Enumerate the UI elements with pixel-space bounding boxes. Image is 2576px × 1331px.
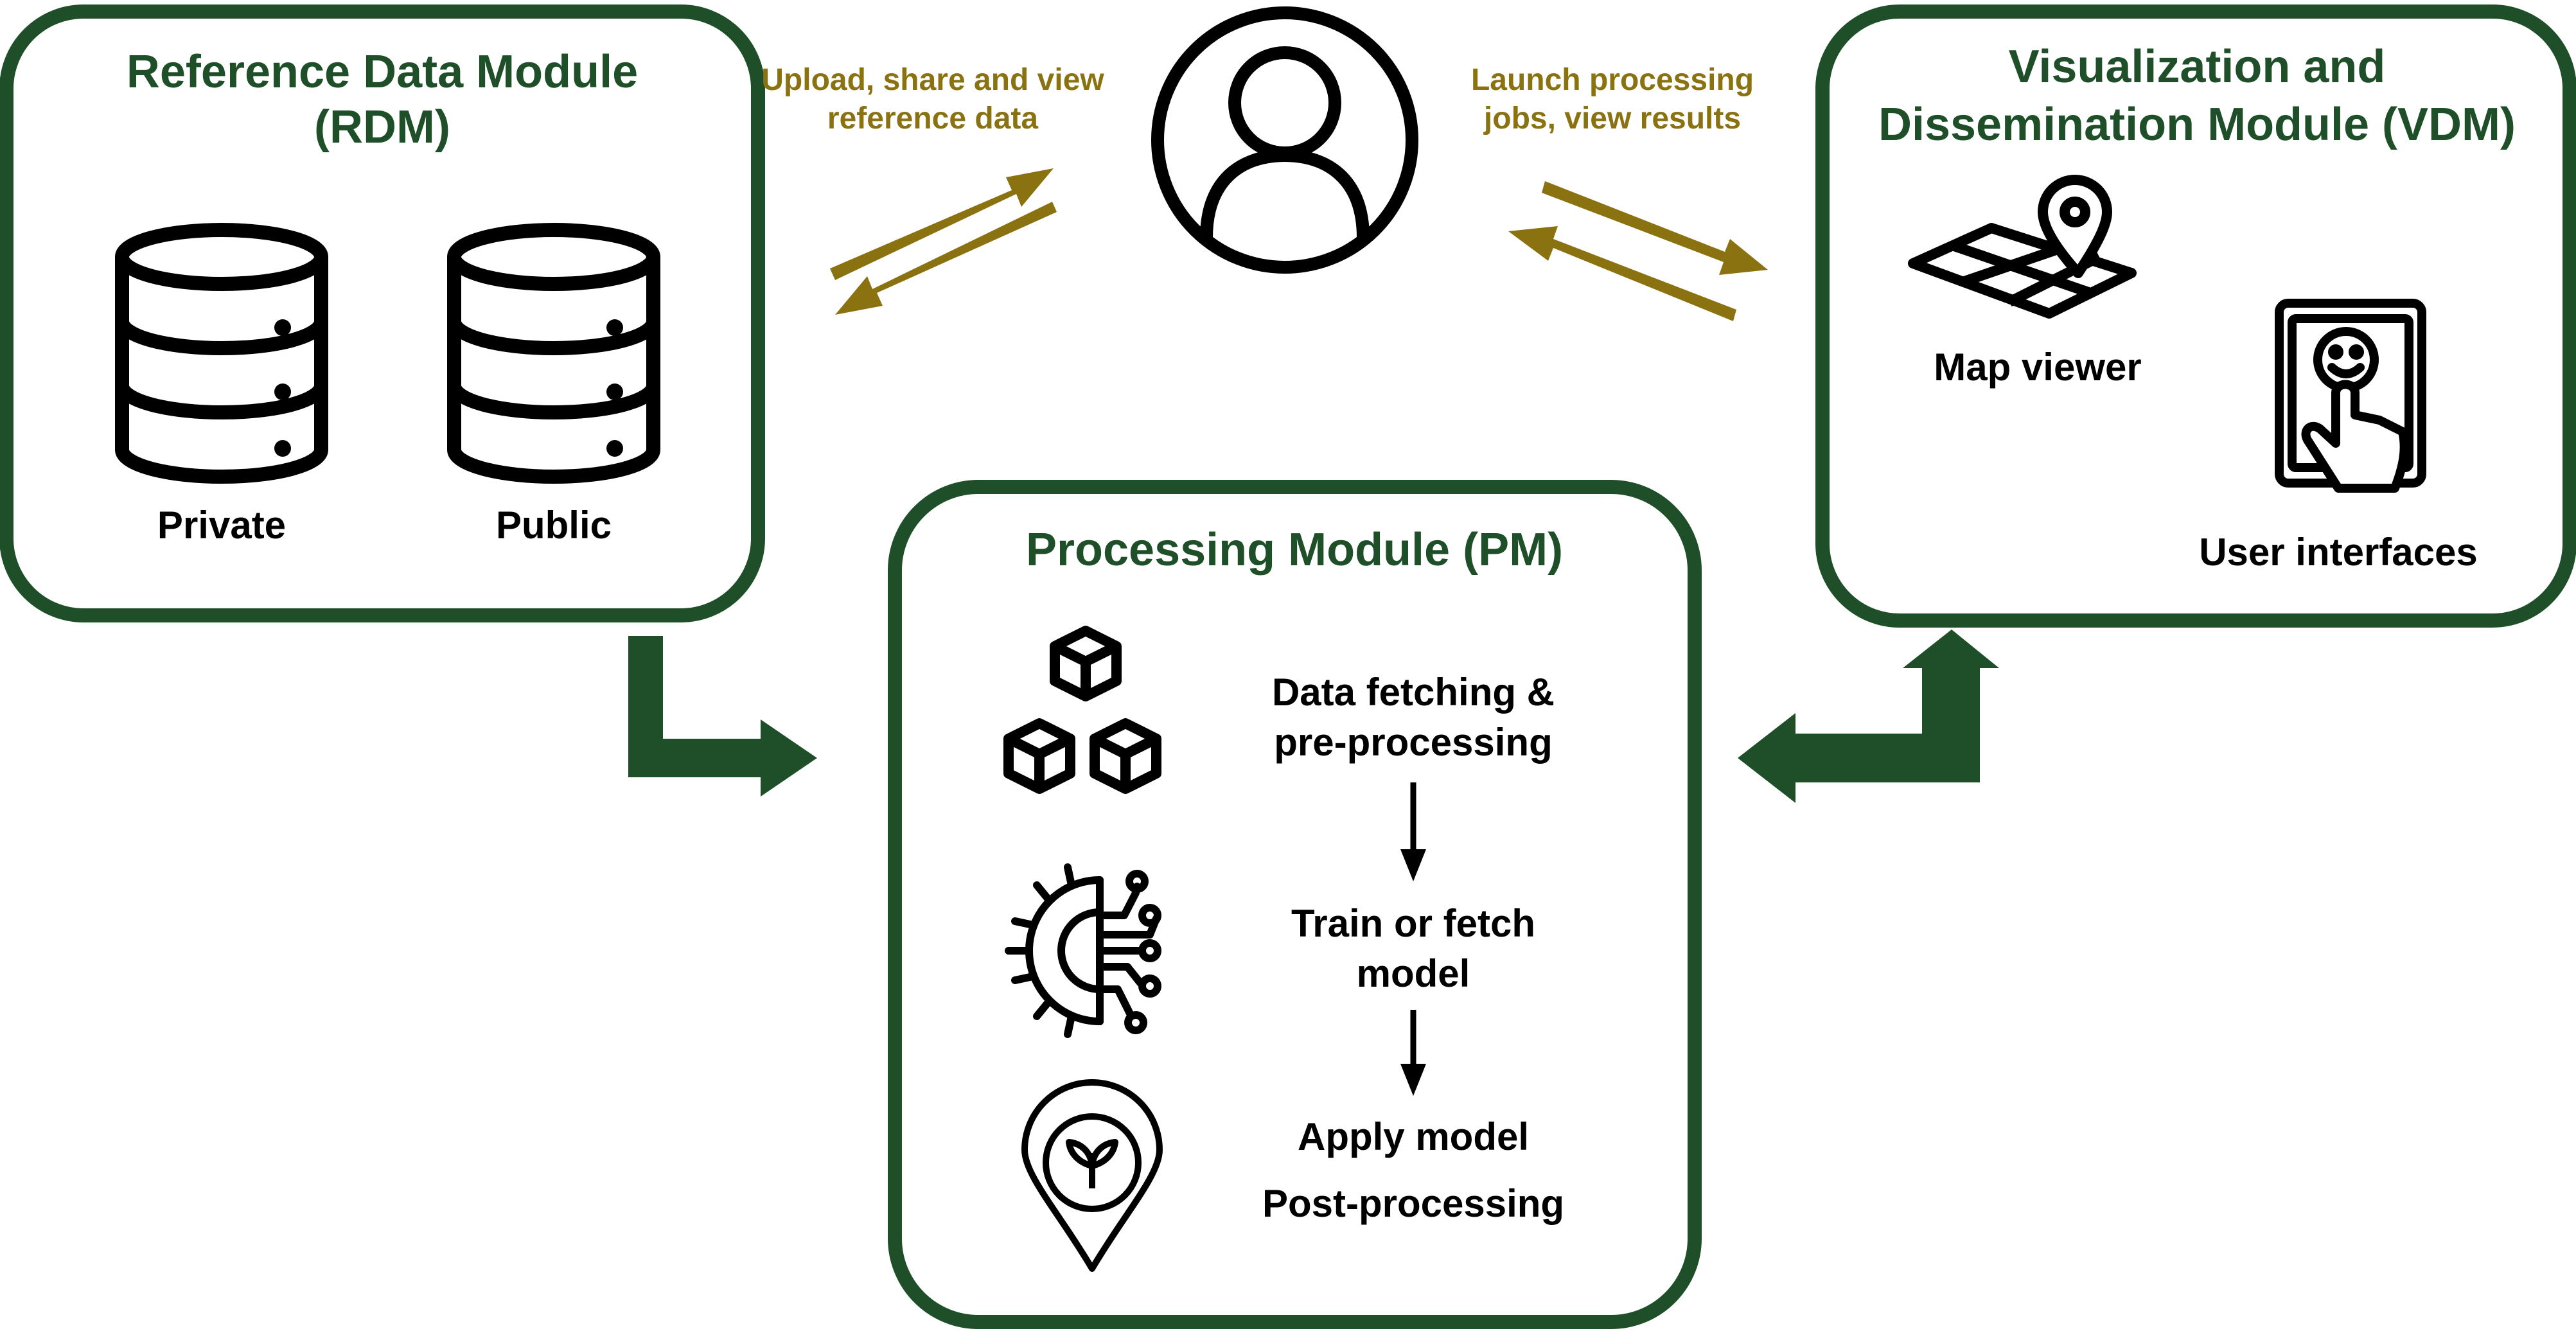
db-public-label: Public — [496, 504, 612, 547]
arrow-to-user-right — [1508, 226, 1736, 321]
pm-title: Processing Module (PM) — [1026, 524, 1563, 576]
database-icon — [115, 223, 328, 484]
vdm-title-line1: Visualization and — [2009, 41, 2386, 93]
step-arrow-1 — [1400, 782, 1426, 881]
arrow-to-vdm — [1542, 181, 1768, 275]
user-left-label-line1: Upload, share and view — [761, 63, 1104, 97]
pm-step2-line2: model — [1357, 952, 1470, 995]
vdm-title-line2: Dissemination Module (VDM) — [1878, 99, 2516, 150]
rdm-box — [0, 4, 765, 622]
user-left-label-line2: reference data — [827, 101, 1038, 136]
db-private-label: Private — [157, 504, 286, 547]
user-interfaces-label: User interfaces — [2199, 531, 2478, 574]
pm-step1-line2: pre-processing — [1274, 721, 1552, 764]
step-arrow-2 — [1400, 1010, 1426, 1096]
pm-step3: Apply model — [1298, 1115, 1529, 1158]
vdm-module: Visualization and Dissemination Module (… — [1815, 4, 2576, 628]
rdm-user-arrows — [830, 168, 1057, 315]
user-right-label-line1: Launch processing — [1471, 63, 1754, 97]
pm-step4: Post-processing — [1262, 1182, 1564, 1225]
cubes-icon — [1003, 626, 1161, 794]
rdm-title-line2: (RDM) — [314, 101, 450, 153]
map-pin-icon — [1908, 175, 2137, 319]
arrow-to-user — [830, 168, 1054, 280]
user-right-label-line2: jobs, view results — [1483, 101, 1741, 136]
pm-step2-line1: Train or fetch — [1291, 902, 1535, 945]
ai-gear-icon — [1005, 863, 1161, 1038]
database-icon — [447, 223, 660, 484]
rdm-to-pm-arrow — [628, 636, 817, 797]
pm-vdm-arrow — [1738, 630, 1999, 803]
arrow-to-rdm — [835, 202, 1057, 315]
map-viewer-label: Map viewer — [1934, 346, 2141, 389]
touch-screen-icon — [2275, 299, 2426, 493]
rdm-title-line1: Reference Data Module — [127, 46, 638, 98]
user-avatar-icon — [1151, 6, 1418, 274]
pm-step1-line1: Data fetching & — [1272, 671, 1555, 714]
rdm-module: Reference Data Module (RDM) Private Publ… — [0, 4, 765, 622]
pm-module: Processing Module (PM) — [888, 480, 1702, 1329]
plant-location-icon — [1021, 1079, 1163, 1272]
vdm-user-arrows — [1508, 181, 1768, 321]
